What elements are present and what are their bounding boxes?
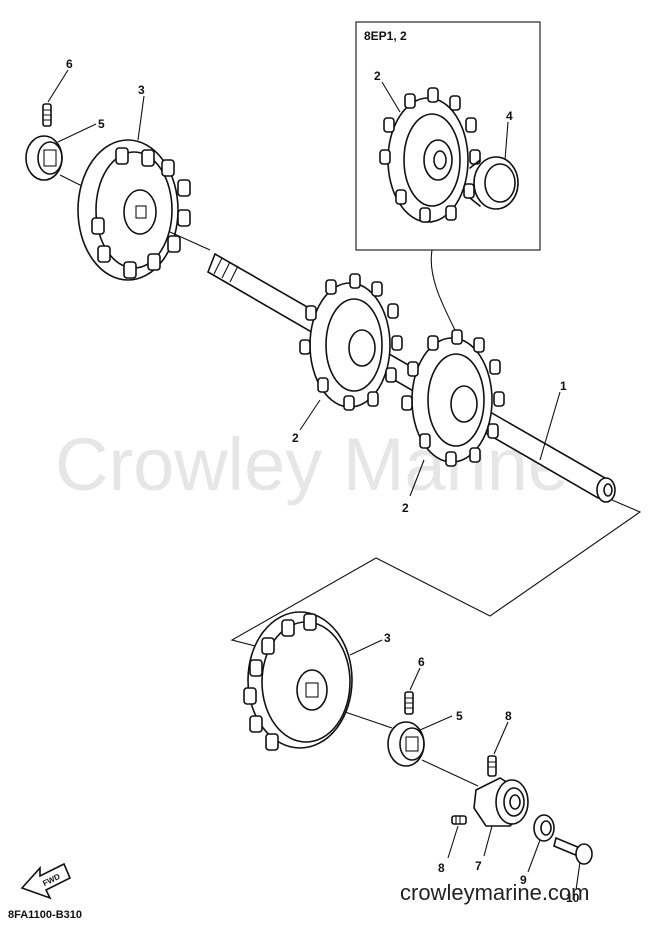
callout-shaft-1: 1 [560,379,567,393]
part-7-bearing: 7 [473,777,529,873]
part-10-bolt: 10 [553,836,593,905]
callout-bottom-9: 9 [520,873,527,887]
wheel-to-shaft-line [169,231,211,251]
callout-inset-2: 2 [374,69,381,83]
part-3-bottom-wheel: 3 [243,611,391,751]
inset-box: 8EP1, 2 [355,21,541,331]
part-2-sprocket-left: 2 [292,273,403,445]
callout-bottom-3: 3 [384,631,391,645]
part-5-top: 5 [25,117,105,181]
callout-bottom-7: 7 [475,859,482,873]
part-6-bottom: 6 [404,655,425,715]
callout-bottom-10: 10 [566,891,580,905]
callout-inset-4: 4 [506,109,513,123]
inset-sprocket [379,87,481,223]
bottom-line-2 [421,759,479,787]
inset-bushing [469,156,519,210]
callout-top-5: 5 [98,117,105,131]
website-text: crowleymarine.com [400,880,590,905]
diagram-code: 8FA1100-B310 [8,909,82,921]
part-2-sprocket-right: 2 [401,329,505,515]
callout-bottom-8-top: 8 [505,709,512,723]
part-8-top: 8 [487,709,512,777]
fwd-arrow-icon: FWD [20,862,72,900]
part-8-left: 8 [438,815,467,875]
callout-top-6: 6 [66,57,73,71]
part-6-top: 6 [42,57,73,127]
inset-label: 8EP1, 2 [364,29,407,43]
bottom-line-1 [344,711,393,729]
callout-top-3: 3 [138,83,145,97]
part-9-washer: 9 [520,814,555,887]
part-3-top-wheel: 3 [77,83,191,281]
callout-bottom-5: 5 [456,709,463,723]
part-5-bottom: 5 [387,709,463,767]
callout-sprocket-right-2: 2 [402,501,409,515]
assembly-line-zigzag [230,499,642,669]
callout-bottom-8-left: 8 [438,861,445,875]
callout-bottom-6: 6 [418,655,425,669]
callout-sprocket-left-2: 2 [292,431,299,445]
